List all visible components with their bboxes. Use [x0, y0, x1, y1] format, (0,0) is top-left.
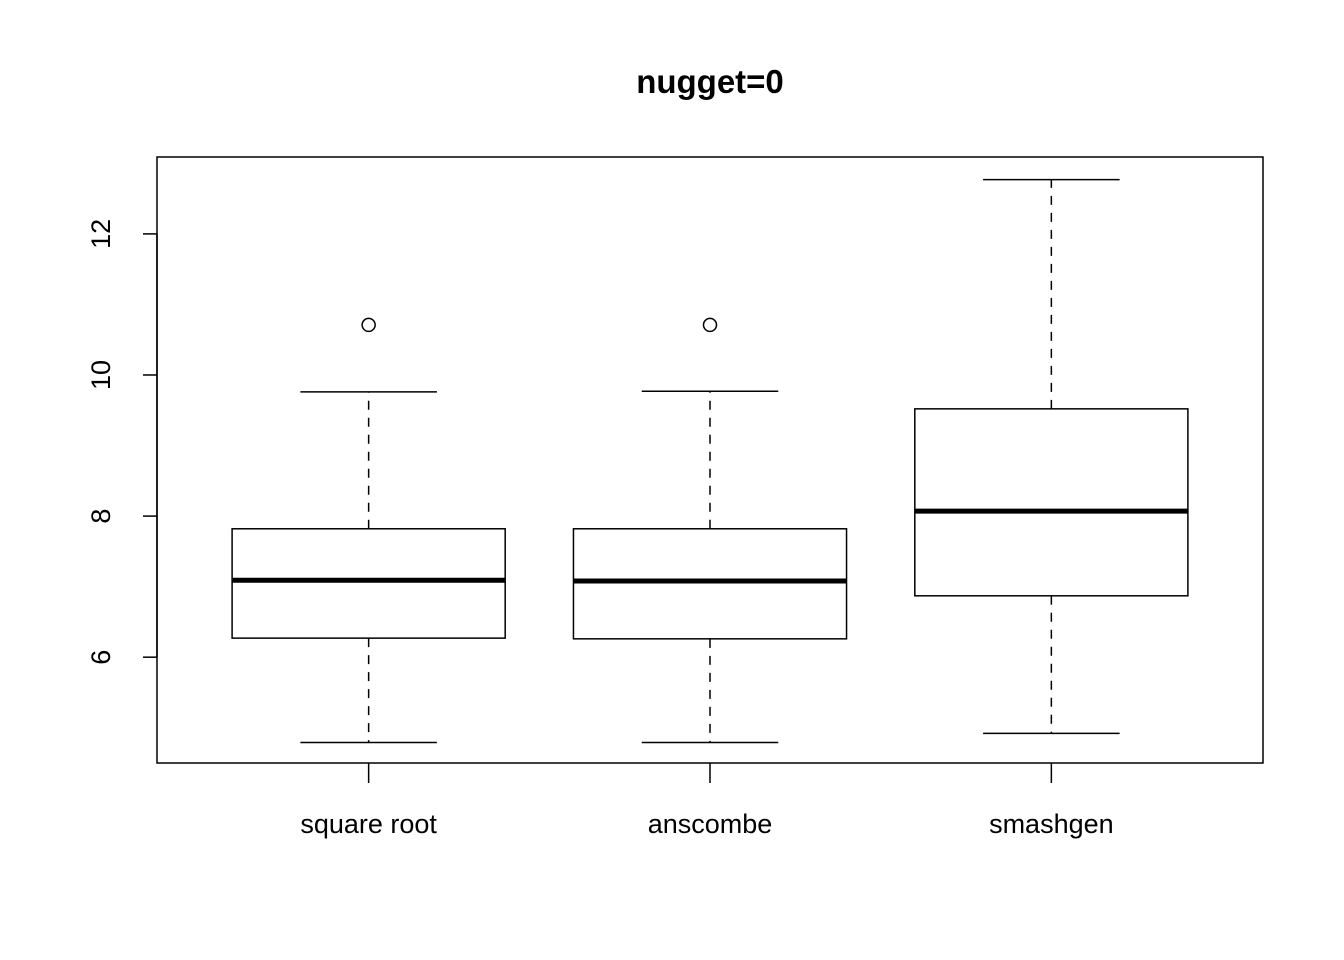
iqr-box: [572, 528, 848, 640]
outlier-point: [361, 317, 376, 333]
chart-title: nugget=0: [636, 63, 784, 100]
x-tick-label: anscombe: [648, 809, 773, 839]
y-tick-label: 6: [86, 650, 116, 665]
box-square-root: [231, 317, 506, 744]
iqr-box: [914, 408, 1189, 597]
x-axis: square root anscombe smashgen: [300, 763, 1114, 839]
x-tick-label: square root: [300, 809, 437, 839]
y-tick-label: 12: [86, 219, 116, 249]
box-smashgen: [914, 178, 1189, 735]
iqr-box: [231, 528, 506, 639]
box-anscombe: [572, 317, 848, 744]
x-tick-label: smashgen: [989, 809, 1114, 839]
y-tick-label: 8: [86, 509, 116, 524]
boxes: [231, 178, 1189, 744]
outlier-point: [702, 317, 718, 333]
y-axis: 6 8 10 12: [86, 219, 158, 665]
y-tick-label: 10: [86, 360, 116, 390]
